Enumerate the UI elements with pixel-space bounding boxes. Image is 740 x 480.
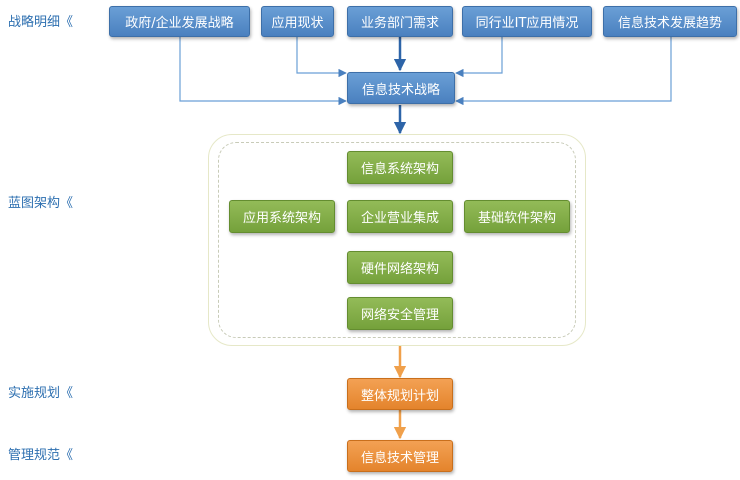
node-gov-strategy: 政府/企业发展战略 — [109, 6, 250, 37]
connector-app-to-strategy — [296, 37, 347, 78]
connector-trends-to-strategy — [455, 37, 672, 106]
node-dept-needs: 业务部门需求 — [347, 6, 453, 37]
node-base-software: 基础软件架构 — [464, 200, 570, 233]
row-label-implementation: 实施规划《 — [8, 386, 74, 401]
row-label-strategy: 战略明细《 — [8, 15, 74, 30]
node-it-trends: 信息技术发展趋势 — [603, 6, 737, 37]
node-it-strategy: 信息技术战略 — [347, 72, 455, 104]
row-label-blueprint: 蓝图架构《 — [8, 196, 74, 211]
node-app-system: 应用系统架构 — [229, 200, 335, 233]
node-app-status: 应用现状 — [261, 6, 334, 37]
node-info-system: 信息系统架构 — [347, 151, 453, 184]
row-label-management: 管理规范《 — [8, 448, 74, 463]
connector-peer-to-strategy — [455, 37, 503, 78]
connector-gov-to-strategy — [179, 37, 347, 106]
blueprint-inner-frame — [218, 142, 576, 338]
blueprint-frame — [208, 134, 586, 346]
node-overall-plan: 整体规划计划 — [347, 378, 453, 410]
node-peer-it: 同行业IT应用情况 — [462, 6, 592, 37]
node-enterprise-integration: 企业营业集成 — [347, 200, 453, 233]
node-network-security: 网络安全管理 — [347, 297, 453, 330]
node-it-management: 信息技术管理 — [347, 440, 453, 472]
node-hardware-network: 硬件网络架构 — [347, 251, 453, 284]
